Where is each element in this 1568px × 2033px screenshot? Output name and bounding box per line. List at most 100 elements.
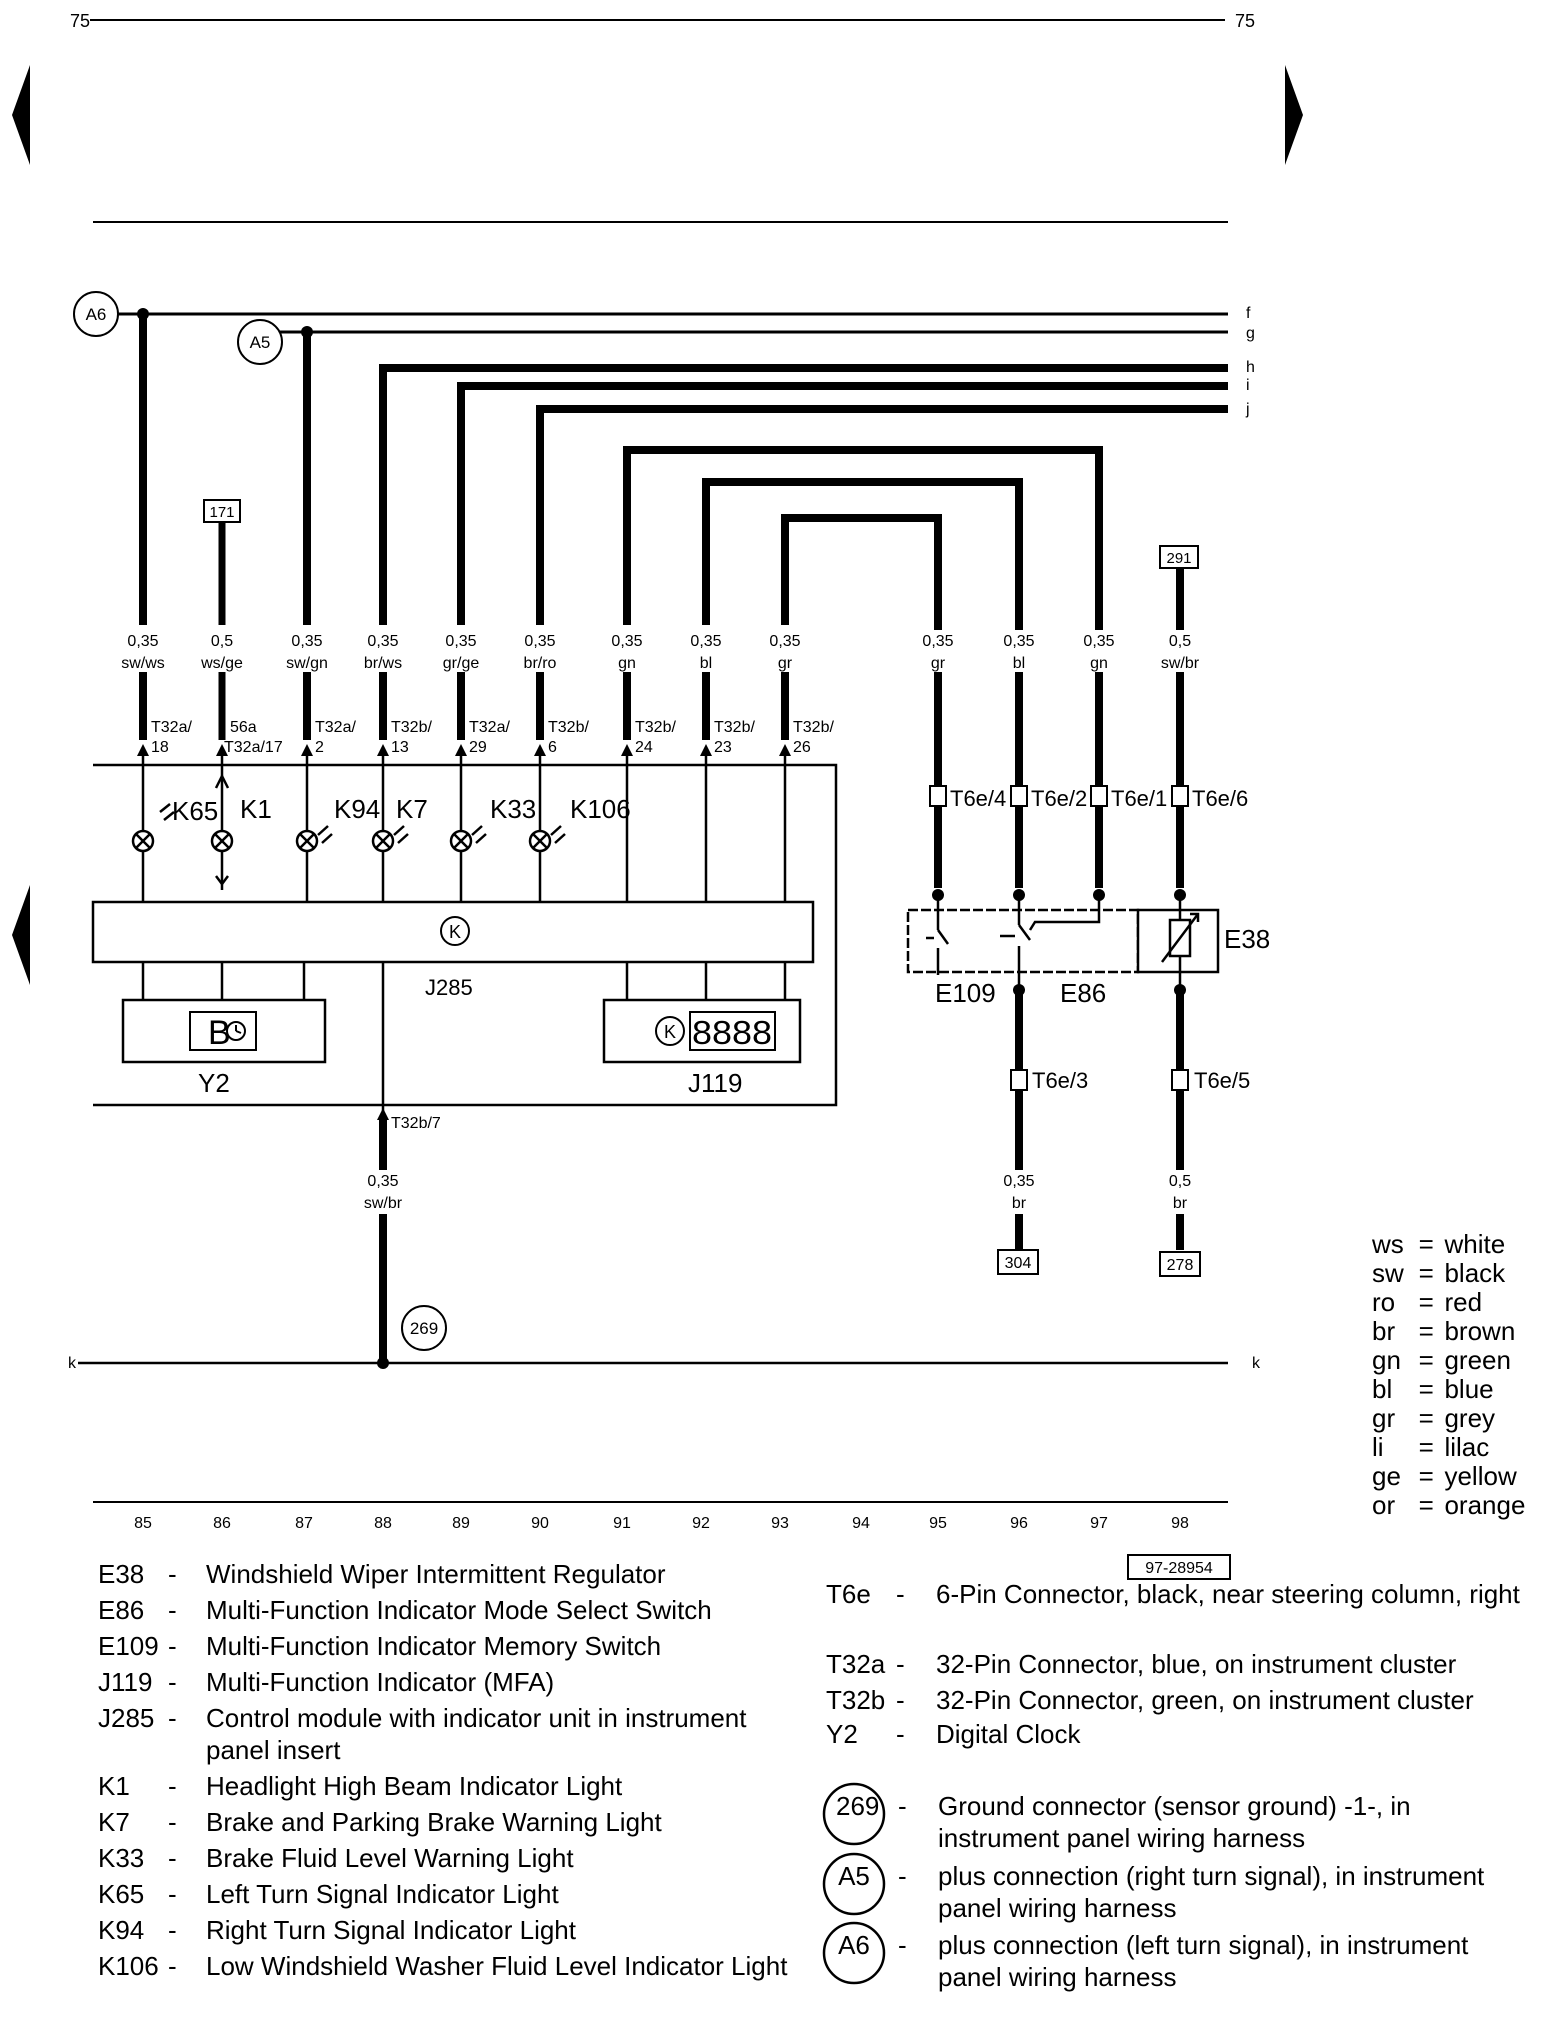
ref-269: 269 <box>401 1305 447 1351</box>
label-e109: E109 <box>935 978 996 1008</box>
legend-code: K94 <box>98 1915 145 1945</box>
rail-label-i: i <box>1246 377 1250 394</box>
legend-dash: - <box>168 1595 177 1625</box>
color-abbr: ge <box>1372 1461 1401 1491</box>
legend-item: K1 -Headlight High Beam Indicator Light <box>98 1770 818 1834</box>
legend-item: E109-Multi-Function Indicator Memory Swi… <box>98 1630 818 1694</box>
wire-color-label: gr/ge <box>443 655 480 672</box>
wire-88-color: sw/br <box>364 1195 403 1212</box>
next-page-arrow-icon[interactable] <box>1285 65 1303 165</box>
column-number: 91 <box>613 1515 631 1532</box>
equals-sign: = <box>1418 1345 1434 1375</box>
legend-description: Right Turn Signal Indicator Light <box>206 1915 576 1945</box>
pin-t32b-7: T32b/7 <box>391 1115 441 1132</box>
figure-id: 97-28954 <box>1127 1554 1231 1580</box>
t6e-pin-label: T6e/2 <box>1031 786 1087 811</box>
junction-dot <box>1174 889 1186 901</box>
equals-sign: = <box>1418 1258 1434 1288</box>
wire-size-label: 0,35 <box>524 633 555 650</box>
t6e-connector-icon <box>929 785 947 807</box>
legend-description: Multi-Function Indicator Memory Switch <box>206 1631 662 1661</box>
ref-box-291: 291 <box>1159 545 1199 569</box>
color-abbr: bl <box>1372 1374 1393 1404</box>
column-number: 95 <box>929 1515 947 1532</box>
legend-dash: - <box>168 1843 177 1873</box>
wire-size-label: 0,35 <box>291 633 322 650</box>
legend-code: A5 <box>838 1861 870 1891</box>
legend-item: A5-plus connection (right turn signal), … <box>826 1860 1546 1924</box>
color-name: orange <box>1444 1490 1526 1520</box>
color-key-row: bl = blue <box>1372 1375 1562 1404</box>
legend-description: 32-Pin Connector, green, on instrument c… <box>936 1685 1474 1715</box>
color-name: black <box>1444 1258 1506 1288</box>
rail-label-k-right: k <box>1252 1355 1261 1372</box>
color-key-row: or = orange <box>1372 1491 1562 1520</box>
legend-description: 32-Pin Connector, blue, on instrument cl… <box>936 1649 1457 1679</box>
legend-code: K1 <box>98 1771 130 1801</box>
wire-size-label: 0,35 <box>611 633 642 650</box>
legend-code: K65 <box>98 1879 145 1909</box>
legend-dash: - <box>168 1771 177 1801</box>
color-key-row: br = brown <box>1372 1317 1562 1346</box>
svg-text:K: K <box>664 1022 676 1042</box>
ref-box-304: 304 <box>997 1249 1039 1275</box>
connector-pin-label: T32a/ <box>315 719 356 736</box>
label-k65: K65 <box>172 796 218 826</box>
wire-size-label: 0,35 <box>1003 633 1034 650</box>
legend-code: E38 <box>98 1559 145 1589</box>
wire-size-label: 0,35 <box>445 633 476 650</box>
connector-pin-label: 6 <box>548 739 557 756</box>
legend-code: J285 <box>98 1703 155 1733</box>
wire-color-label: gn <box>618 655 636 672</box>
color-abbr: ws <box>1372 1229 1404 1259</box>
e109-e86-switch-box <box>906 908 1140 974</box>
wire-98-color: br <box>1173 1195 1188 1212</box>
wire-96-size: 0,35 <box>1003 1173 1034 1190</box>
prev-section-arrow-icon[interactable] <box>12 885 30 985</box>
color-name: lilac <box>1444 1432 1490 1462</box>
equals-sign: = <box>1418 1490 1434 1520</box>
connector-pin-label: 2 <box>315 739 324 756</box>
legend-item: J285-Control module with indicator unit … <box>98 1702 818 1766</box>
lamp-k7-icon <box>371 825 409 853</box>
legend-description: Headlight High Beam Indicator Light <box>206 1771 623 1801</box>
connector-pin-label: T32b/ <box>548 719 589 736</box>
legend-code: A6 <box>838 1930 870 1960</box>
legend-item: K7-Brake and Parking Brake Warning Light <box>98 1806 818 1870</box>
wire-color-label: sw/ws <box>121 655 165 672</box>
wire-color-label: sw/br <box>1161 655 1200 672</box>
page-number-right: 75 <box>1235 11 1255 31</box>
color-abbr: or <box>1372 1490 1396 1520</box>
ref-box-278: 278 <box>1159 1251 1201 1277</box>
wire-color-label: sw/gn <box>286 655 328 672</box>
t6e-pin-label: T6e/4 <box>950 786 1006 811</box>
k-symbol-icon: K <box>440 916 470 946</box>
color-key-row: sw = black <box>1372 1259 1562 1288</box>
legend-dash: - <box>896 1719 905 1749</box>
rail-label-h: h <box>1246 359 1255 376</box>
legend-code: T6e <box>826 1579 871 1609</box>
color-key-row: li = lilac <box>1372 1433 1562 1462</box>
mfa-display <box>689 1011 776 1051</box>
legend-dash: - <box>168 1807 177 1837</box>
column-number: 89 <box>452 1515 470 1532</box>
color-key-row: ws = white <box>1372 1230 1562 1259</box>
legend-description: Control module with indicator unit in in… <box>206 1703 747 1765</box>
lamp-k33-icon <box>449 825 487 853</box>
svg-text:171: 171 <box>209 504 234 521</box>
t6e-connector-icon <box>1090 785 1108 807</box>
lamp-k1-icon <box>210 773 234 887</box>
svg-text:97-28954: 97-28954 <box>1145 1560 1213 1577</box>
wire-size-label: 0,35 <box>690 633 721 650</box>
color-name: blue <box>1444 1374 1494 1404</box>
color-abbr: br <box>1372 1316 1396 1346</box>
column-number: 87 <box>295 1515 313 1532</box>
legend-code: Y2 <box>826 1719 858 1749</box>
junction-dot <box>377 1357 389 1369</box>
wire-88-size: 0,35 <box>367 1173 398 1190</box>
prev-page-arrow-icon[interactable] <box>12 65 30 165</box>
wire-color-label: gr <box>778 655 793 672</box>
lamp-k106-icon <box>528 825 566 853</box>
